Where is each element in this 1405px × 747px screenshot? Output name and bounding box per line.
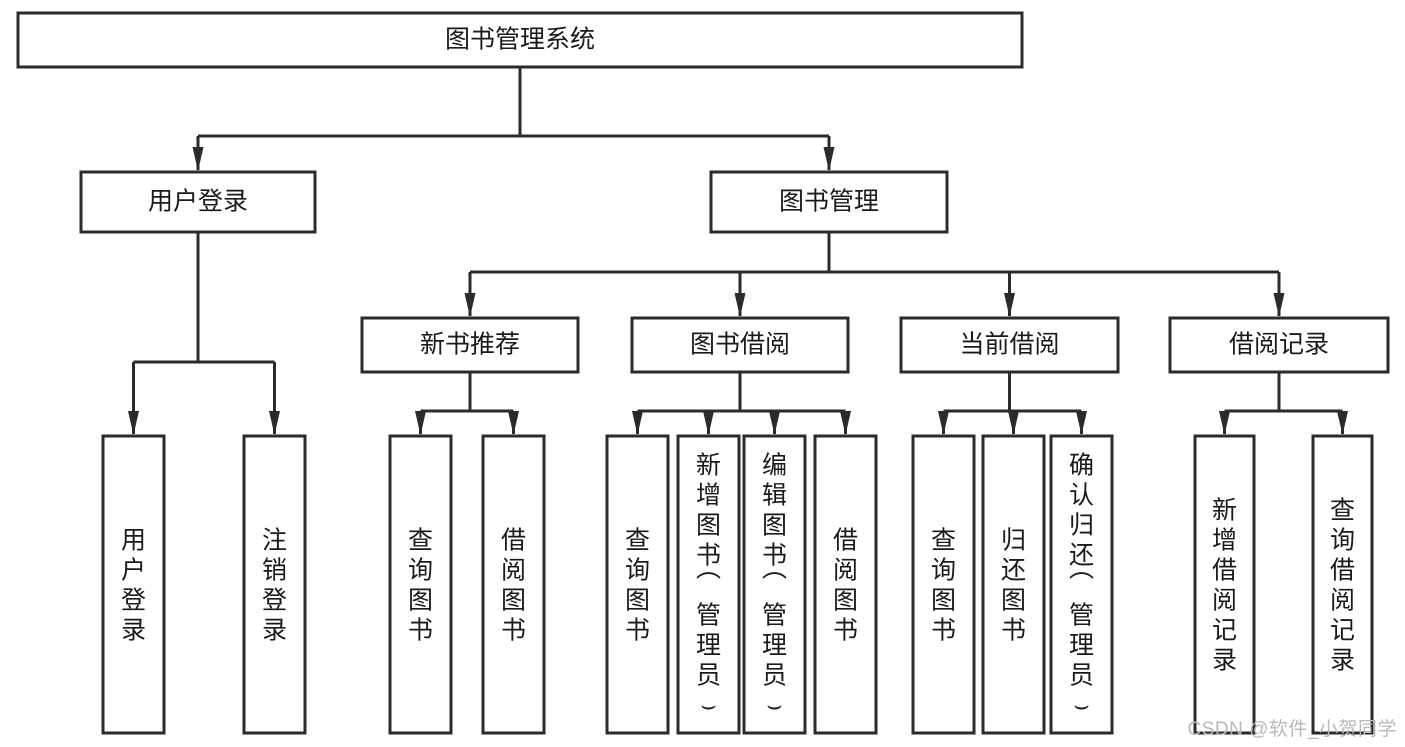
arrow-head-icon-leaf-user-logout <box>269 411 280 435</box>
node-leaf-query-book-3-box[interactable] <box>911 434 976 735</box>
arrow-head-icon-leaf-query-book-2 <box>632 411 643 435</box>
node-current-borrow-box[interactable] <box>899 316 1120 374</box>
node-book-borrow-label: 图书借阅 <box>690 331 790 359</box>
node-leaf-user-login-label: 用户登录 <box>121 527 146 645</box>
node-leaf-confirm-return-admin-box[interactable] <box>1049 434 1114 735</box>
node-book-borrow[interactable]: 图书借阅 <box>630 316 850 374</box>
node-borrow-record[interactable]: 借阅记录 <box>1168 316 1390 374</box>
arrow-head-icon-leaf-query-book-3 <box>938 411 949 435</box>
arrow-head-icon-book-borrow <box>734 293 746 317</box>
node-new-book-recommend-box[interactable] <box>360 316 580 374</box>
node-leaf-borrow-book-1[interactable]: 借阅图书 <box>481 434 546 735</box>
node-new-book-recommend-label: 新书推荐 <box>420 331 520 359</box>
node-leaf-edit-book-admin-box[interactable] <box>742 434 807 735</box>
arrow-head-icon-leaf-borrow-book-2 <box>840 411 851 435</box>
node-book-borrow-box[interactable] <box>630 316 850 374</box>
arrow-head-icon-current-borrow <box>1004 293 1015 317</box>
arrow-head-icon-leaf-user-login <box>128 411 139 435</box>
arrow-head-icon-leaf-query-book-1 <box>415 411 426 435</box>
arrow-head-icon-leaf-add-book-admin <box>703 411 714 435</box>
node-leaf-add-borrow-record-box[interactable] <box>1193 434 1256 735</box>
node-leaf-edit-book-admin-label: 编辑图书⌒管理员⌣ <box>762 452 787 720</box>
node-root-book-management-system-label: 图书管理系统 <box>445 26 595 54</box>
node-leaf-edit-book-admin[interactable]: 编辑图书⌒管理员⌣ <box>742 434 807 735</box>
arrow-head-icon-new-book-recommend <box>464 293 476 317</box>
node-leaf-user-login-box[interactable] <box>101 434 166 735</box>
node-leaf-borrow-book-2[interactable]: 借阅图书 <box>813 434 878 735</box>
arrow-head-icon-leaf-confirm-return-admin <box>1076 411 1087 435</box>
node-leaf-borrow-book-2-box[interactable] <box>813 434 878 735</box>
node-leaf-borrow-book-1-label: 借阅图书 <box>501 527 526 645</box>
node-leaf-user-login[interactable]: 用户登录 <box>101 434 166 735</box>
node-leaf-borrow-book-2-label: 借阅图书 <box>833 527 858 645</box>
node-leaf-query-book-1-box[interactable] <box>388 434 453 735</box>
node-root-book-management-system-box[interactable] <box>16 11 1024 69</box>
node-user-login-box[interactable] <box>79 170 317 234</box>
node-root-book-management-system[interactable]: 图书管理系统 <box>16 11 1024 69</box>
arrow-head-icon-leaf-borrow-book-1 <box>508 411 519 435</box>
node-leaf-query-book-1[interactable]: 查询图书 <box>388 434 453 735</box>
arrow-head-icon-leaf-edit-book-admin <box>769 411 780 435</box>
arrow-head-icon-book-manage <box>823 147 835 171</box>
node-book-manage-box[interactable] <box>709 170 949 234</box>
node-user-login[interactable]: 用户登录 <box>79 170 317 234</box>
node-leaf-query-book-3[interactable]: 查询图书 <box>911 434 976 735</box>
node-leaf-query-book-3-label: 查询图书 <box>931 527 956 645</box>
arrow-head-icon-leaf-query-borrow-record <box>1337 411 1348 435</box>
arrow-head-icon-user-login <box>192 147 204 171</box>
node-leaf-add-book-admin-label: 新增图书⌒管理员⌣ <box>696 452 721 720</box>
watermark-text: CSDN @软件_小贺同学 <box>1187 719 1397 740</box>
node-leaf-add-book-admin[interactable]: 新增图书⌒管理员⌣ <box>676 434 741 735</box>
node-current-borrow[interactable]: 当前借阅 <box>899 316 1120 374</box>
node-user-login-label: 用户登录 <box>148 188 248 216</box>
node-book-manage[interactable]: 图书管理 <box>709 170 949 234</box>
node-leaf-add-borrow-record-label: 新增借阅记录 <box>1212 497 1237 675</box>
node-leaf-confirm-return-admin-label: 确认归还⌒管理员⌣ <box>1069 452 1094 720</box>
node-leaf-query-borrow-record[interactable]: 查询借阅记录 <box>1311 434 1374 735</box>
node-leaf-query-book-2-box[interactable] <box>605 434 670 735</box>
node-leaf-add-borrow-record[interactable]: 新增借阅记录 <box>1193 434 1256 735</box>
node-borrow-record-label: 借阅记录 <box>1229 331 1329 359</box>
node-leaf-query-borrow-record-label: 查询借阅记录 <box>1330 497 1355 675</box>
connectors-layer <box>128 67 1348 435</box>
node-leaf-return-book-box[interactable] <box>981 434 1046 735</box>
arrow-head-icon-leaf-add-borrow-record <box>1219 411 1230 435</box>
node-leaf-user-logout-box[interactable] <box>242 434 307 735</box>
arrow-head-icon-leaf-return-book <box>1008 411 1019 435</box>
arrow-head-icon-borrow-record <box>1273 293 1285 317</box>
node-leaf-query-book-2[interactable]: 查询图书 <box>605 434 670 735</box>
node-borrow-record-box[interactable] <box>1168 316 1390 374</box>
node-leaf-query-book-1-label: 查询图书 <box>408 527 433 645</box>
node-leaf-return-book[interactable]: 归还图书 <box>981 434 1046 735</box>
node-current-borrow-label: 当前借阅 <box>959 331 1059 359</box>
node-new-book-recommend[interactable]: 新书推荐 <box>360 316 580 374</box>
node-leaf-add-book-admin-box[interactable] <box>676 434 741 735</box>
node-leaf-borrow-book-1-box[interactable] <box>481 434 546 735</box>
nodes-layer: 图书管理系统用户登录图书管理新书推荐图书借阅当前借阅借阅记录用户登录注销登录查询… <box>16 11 1390 735</box>
node-book-manage-label: 图书管理 <box>779 188 879 216</box>
node-leaf-user-logout[interactable]: 注销登录 <box>242 434 307 735</box>
node-leaf-query-book-2-label: 查询图书 <box>625 527 650 645</box>
node-leaf-confirm-return-admin[interactable]: 确认归还⌒管理员⌣ <box>1049 434 1114 735</box>
node-leaf-return-book-label: 归还图书 <box>1001 527 1026 645</box>
node-leaf-user-logout-label: 注销登录 <box>262 527 287 645</box>
node-leaf-query-borrow-record-box[interactable] <box>1311 434 1374 735</box>
